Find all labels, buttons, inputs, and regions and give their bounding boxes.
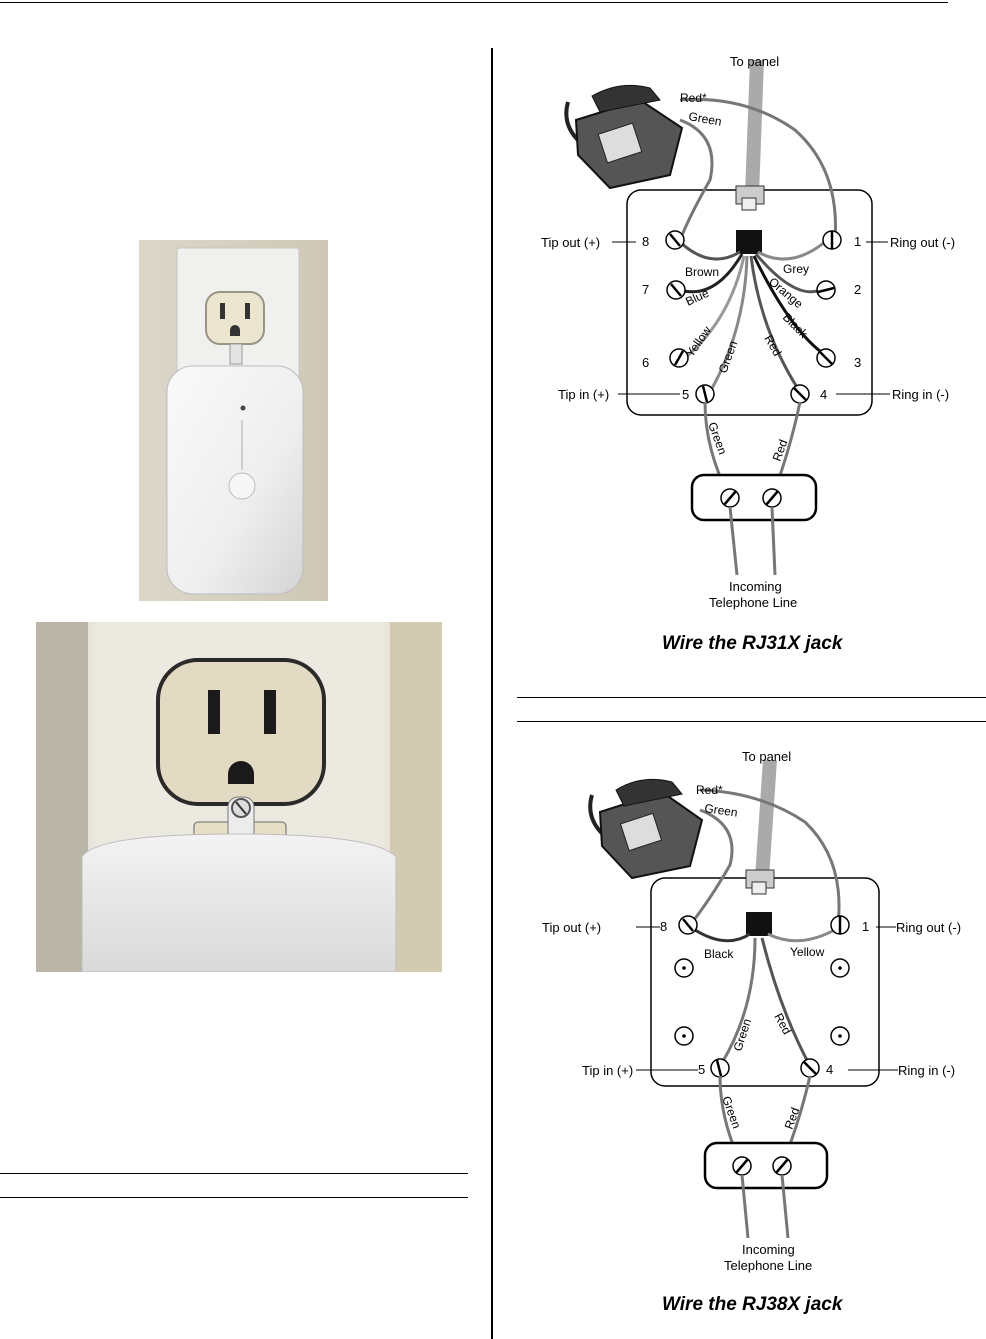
rj31x-incoming-label: Incoming [729, 579, 782, 594]
rj38x-caption: Wire the RJ38X jack [662, 1294, 843, 1315]
rj38x-terminal-4: 4 [826, 1062, 833, 1077]
rj31x-wiring-diagram: To panel Red* Green Tip out (+) Ring out… [541, 54, 955, 610]
rj31x-wire-brown: Brown [685, 265, 719, 279]
rj38x-terminal-block [703, 1141, 829, 1190]
rj38x-terminal-1: 1 [862, 919, 869, 934]
rj31x-terminal-4: 4 [820, 387, 827, 402]
left-rule-upper [0, 1173, 468, 1174]
rj38x-tip-in-label: Tip in (+) [582, 1063, 633, 1078]
right-rule-upper [517, 697, 986, 698]
rj38x-wiring-diagram: To panel Red* Green Tip out (+) Ring out… [542, 749, 961, 1273]
rj31x-terminal-6: 6 [642, 355, 649, 370]
rj31x-terminal-7: 7 [642, 282, 649, 297]
rj38x-red-star-label: Red* [696, 783, 723, 797]
rj31x-wire-grey: Grey [783, 262, 809, 276]
rj31x-wire-red-bottom: Red [770, 438, 791, 463]
rj31x-green-top-label: Green [687, 109, 722, 129]
rj31x-terminal-block [690, 473, 818, 522]
telephone-icon [588, 778, 704, 880]
column-divider [491, 48, 493, 1339]
top-rule [0, 2, 948, 3]
wireless-module-photo [139, 240, 328, 601]
rj38x-ring-in-label: Ring in (-) [898, 1063, 955, 1078]
rj38x-panel-cable [755, 759, 777, 879]
rj31x-ring-in-label: Ring in (-) [892, 387, 949, 402]
rj31x-terminal-5: 5 [682, 387, 689, 402]
rj31x-caption: Wire the RJ31X jack [662, 633, 843, 654]
right-rule-lower [517, 721, 986, 722]
rj31x-telephone-line-label: Telephone Line [709, 595, 797, 610]
rj38x-wire-black: Black [704, 947, 734, 961]
rj31x-terminal-8: 8 [642, 234, 649, 249]
rj31x-terminal-2: 2 [854, 282, 861, 297]
rj38x-incoming-label: Incoming [742, 1242, 795, 1257]
rj38x-ring-out-label: Ring out (-) [896, 920, 961, 935]
rj31x-red-star-label: Red* [680, 91, 707, 105]
rj31x-tip-in-label: Tip in (+) [558, 387, 609, 402]
rj38x-to-panel-label: To panel [742, 749, 791, 764]
outlet-screw-photo [36, 622, 442, 972]
rj31x-to-panel-label: To panel [730, 54, 779, 69]
rj38x-terminal-5: 5 [698, 1062, 705, 1077]
telephone-icon [564, 84, 684, 190]
rj31x-ring-out-label: Ring out (-) [890, 235, 955, 250]
rj38x-wire-yellow: Yellow [790, 945, 825, 959]
rj38x-terminal-8: 8 [660, 919, 667, 934]
rj38x-tip-out-label: Tip out (+) [542, 920, 601, 935]
rj31x-terminal-1: 1 [854, 234, 861, 249]
rj31x-tip-out-label: Tip out (+) [541, 235, 600, 250]
rj38x-green-top-label: Green [704, 801, 739, 820]
rj38x-telephone-line-label: Telephone Line [724, 1258, 812, 1273]
rj38x-wire-red-bottom: Red [782, 1106, 803, 1131]
rj38x-jack-box [650, 877, 880, 1087]
rj31x-terminal-3: 3 [854, 355, 861, 370]
rj31x-panel-cable [745, 59, 764, 196]
left-rule-lower [0, 1197, 468, 1198]
